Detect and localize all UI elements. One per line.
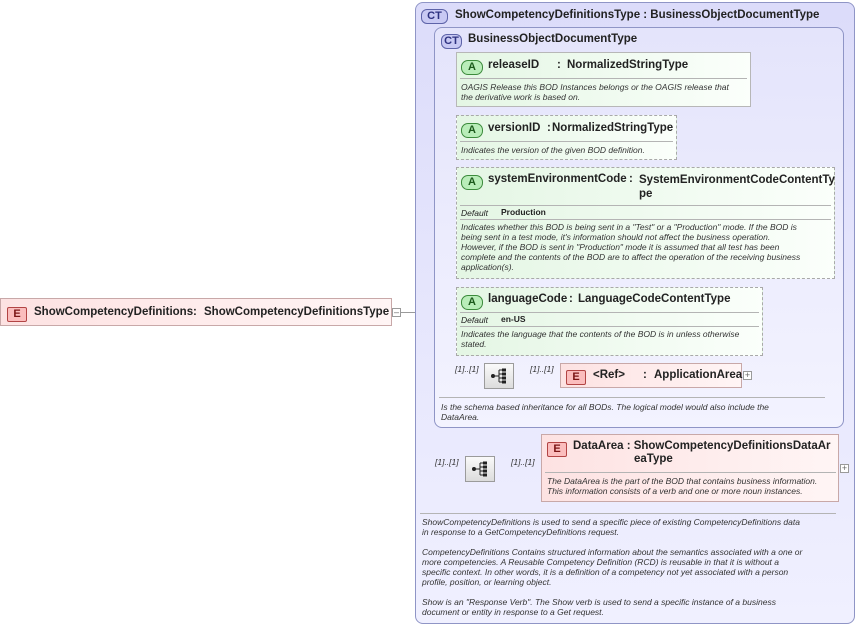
attribute-languageCode[interactable]: A languageCode : LanguageCodeContentType… xyxy=(456,287,763,356)
element-cardinality: [1]..[1] xyxy=(511,457,535,467)
attribute-separator: : xyxy=(629,173,633,185)
complex-type-badge: CT xyxy=(421,9,448,24)
sequence-icon xyxy=(472,461,487,477)
attribute-badge: A xyxy=(461,295,483,310)
attribute-releaseID[interactable]: A releaseID : NormalizedStringType OAGIS… xyxy=(456,52,751,107)
attribute-separator: : xyxy=(557,59,561,71)
attribute-badge: A xyxy=(461,60,483,75)
complex-type-badge: CT xyxy=(441,34,462,49)
expand-toggle[interactable]: + xyxy=(743,370,752,380)
element-application-area[interactable]: E <Ref> : ApplicationArea xyxy=(560,363,742,388)
attribute-name: systemEnvironmentCode xyxy=(488,173,627,185)
outer-type-documentation: ShowCompetencyDefinitions is used to sen… xyxy=(422,517,803,617)
attribute-separator: : xyxy=(547,122,551,134)
attribute-badge: A xyxy=(461,175,483,190)
sequence-compositor[interactable] xyxy=(484,363,514,389)
default-label: Default xyxy=(461,315,488,325)
expand-toggle[interactable]: + xyxy=(840,463,849,473)
sequence-icon xyxy=(491,368,506,384)
attribute-badge: A xyxy=(461,123,483,138)
attribute-name: versionID xyxy=(488,122,541,134)
element-badge: E xyxy=(547,442,567,457)
attribute-type: NormalizedStringType xyxy=(552,122,674,134)
element-separator: : xyxy=(643,369,647,381)
collapse-toggle[interactable]: – xyxy=(392,307,401,317)
inner-type-title: BusinessObjectDocumentType xyxy=(468,33,638,45)
ref-label: <Ref> xyxy=(593,369,625,381)
attribute-documentation: OAGIS Release this BOD Instances belongs… xyxy=(461,82,729,102)
outer-type-title: ShowCompetencyDefinitionsType : Business… xyxy=(455,9,820,21)
attribute-documentation: Indicates the version of the given BOD d… xyxy=(461,145,645,155)
root-element-type: ShowCompetencyDefinitionsType xyxy=(204,306,390,318)
root-element-name: ShowCompetencyDefinitions xyxy=(34,306,194,318)
attribute-name: languageCode xyxy=(488,293,568,305)
default-label: Default xyxy=(461,208,488,218)
attribute-type: SystemEnvironmentCodeContentTy pe xyxy=(639,174,835,200)
attribute-documentation: Indicates whether this BOD is being sent… xyxy=(461,222,801,272)
sequence-cardinality: [1]..[1] xyxy=(455,364,479,374)
attribute-versionID[interactable]: A versionID : NormalizedStringType Indic… xyxy=(456,115,677,160)
attribute-type: NormalizedStringType xyxy=(567,59,689,71)
default-value: Production xyxy=(501,207,546,217)
element-data-area[interactable]: E DataArea : ShowCompetencyDefinitionsDa… xyxy=(541,434,839,502)
attribute-type: LanguageCodeContentType xyxy=(578,293,731,305)
attribute-systemEnvironmentCode[interactable]: A systemEnvironmentCode : SystemEnvironm… xyxy=(456,167,835,279)
element-name: ApplicationArea xyxy=(654,369,743,381)
sequence-compositor[interactable] xyxy=(465,456,495,482)
element-title: DataArea : ShowCompetencyDefinitionsData… xyxy=(573,440,831,465)
attribute-name: releaseID xyxy=(488,59,540,71)
inner-type-documentation: Is the schema based inheritance for all … xyxy=(441,402,769,422)
element-cardinality: [1]..[1] xyxy=(530,364,554,374)
attribute-documentation: Indicates the language that the contents… xyxy=(461,329,740,349)
connector-root xyxy=(400,312,426,313)
element-badge: E xyxy=(7,307,27,322)
default-value: en-US xyxy=(501,314,526,324)
root-element-separator: : xyxy=(193,306,197,318)
root-element[interactable]: E ShowCompetencyDefinitions : ShowCompet… xyxy=(0,298,392,326)
attribute-separator: : xyxy=(569,293,573,305)
element-documentation: The DataArea is the part of the BOD that… xyxy=(547,476,818,496)
element-badge: E xyxy=(566,370,586,385)
sequence-cardinality: [1]..[1] xyxy=(435,457,459,467)
